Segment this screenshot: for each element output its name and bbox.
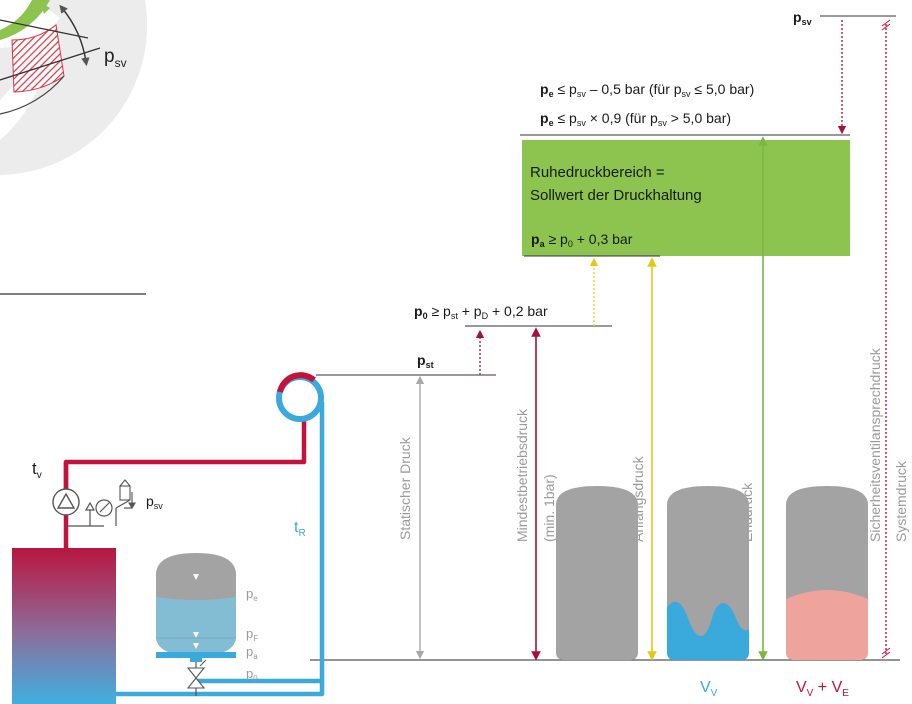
pump-icon: [52, 488, 80, 516]
psv-top-label: psv: [793, 9, 812, 27]
psv-valve-label: psv: [146, 493, 163, 511]
rest-range-line2: Sollwert der Druckhaltung: [530, 187, 702, 204]
pressure-gauge-sector: [0, 0, 148, 175]
rest-range-line1: Ruhedruckbereich =: [530, 164, 665, 181]
min-operating-pressure-label: Mindestbetriebsdruck: [514, 408, 530, 542]
vessel-p0-label: p0: [246, 666, 258, 683]
min-1bar-label: (min. 1bar): [541, 474, 557, 542]
vessel-pa-label: pa: [246, 644, 258, 661]
pe-formula-2: pe ≤ psv × 0,9 (für psv > 5,0 bar): [540, 110, 731, 128]
circulator: [276, 372, 324, 422]
pressure-gauge-icon: [66, 499, 132, 527]
vessel-empty: [556, 486, 638, 660]
rest-pressure-box: [522, 140, 850, 256]
tr-label: tR: [294, 519, 306, 539]
hatch-marks: [881, 19, 891, 659]
gauge-green-band: [0, 0, 50, 40]
vv-ve-label: VV + VE: [796, 679, 849, 699]
gauge-psv-label: psv: [104, 46, 127, 70]
pa-formula: pa ≥ p0 + 0,3 bar: [531, 231, 633, 249]
p0-formula: p0 ≥ pst + pD + 0,2 bar: [414, 303, 548, 321]
static-pressure-label: Statischer Druck: [397, 436, 413, 540]
heat-generator-tank: [12, 548, 116, 704]
vessel-pf-label: pF: [246, 626, 258, 643]
safety-valve-icon: [119, 479, 136, 510]
pst-label: pst: [417, 352, 434, 370]
vessel-pe-label: pe: [246, 586, 258, 603]
safety-valve-pressure-label: Sicherheitsventilansprechdruck: [867, 347, 883, 542]
system-pressure-label: Systemdruck: [893, 460, 909, 542]
expansion-vessel: [156, 553, 236, 696]
vv-label: VV: [700, 679, 718, 699]
vessel-vv: [667, 486, 749, 660]
pe-formula-1: pe ≤ psv – 0,5 bar (für psv ≤ 5,0 bar): [540, 81, 754, 99]
tv-label: tv: [32, 459, 42, 481]
vessel-vv-ve: [786, 486, 868, 660]
